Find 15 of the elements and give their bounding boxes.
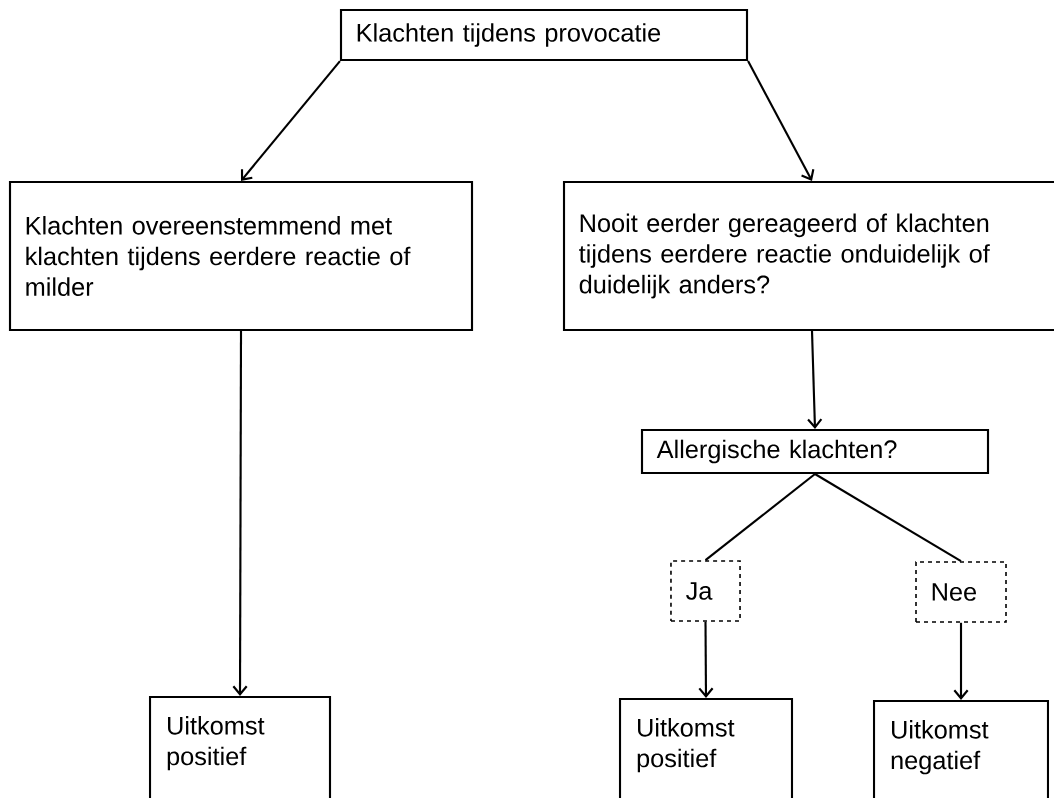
decision-box: Allergische klachten? [640, 428, 990, 475]
arrow [747, 60, 815, 181]
outcome-box: Uitkomst positief [148, 695, 332, 798]
arrow [953, 622, 969, 700]
process-box: Klachten overeenstemmend met klachten tijdens eerdere reactie of milder [8, 180, 474, 332]
arrow [232, 331, 248, 696]
answer-box: Nee [915, 561, 1007, 623]
arrow [698, 621, 714, 698]
answer-box: Ja [670, 560, 741, 622]
decision-box: Nooit eerder gereageerd of klachten tijdens eerdere reactie onduidelijk of duidelijk anders? [562, 180, 1054, 332]
process-box: Klachten tijdens provocatie [339, 8, 749, 62]
outcome-box: Uitkomst positief [618, 697, 794, 798]
outcome-box: Uitkomst negatief [872, 699, 1050, 798]
arrow [807, 331, 823, 429]
arrow [240, 60, 341, 181]
